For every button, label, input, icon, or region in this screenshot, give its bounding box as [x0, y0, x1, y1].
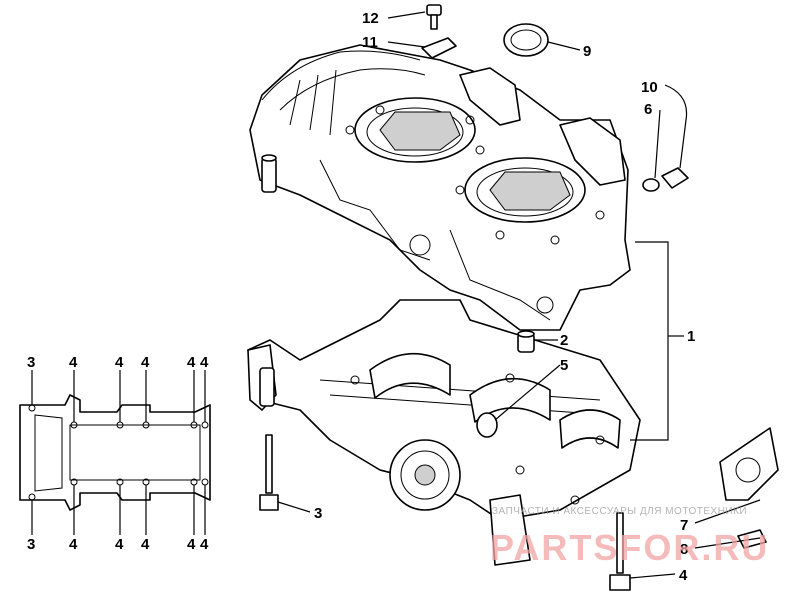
callout-12: 12: [362, 10, 379, 27]
callout-7: 7: [680, 517, 688, 534]
callout-labels: 12 11 9 10 6 1 2 5 3 4 7 8: [314, 10, 695, 584]
gasket-label: 4: [141, 354, 150, 371]
gasket-label: 4: [115, 354, 124, 371]
gasket-labels-bottom: 3 4 4 4 4 4: [27, 536, 209, 553]
lower-crankcase: [247, 299, 641, 566]
callout-1: 1: [687, 328, 695, 345]
callout-4: 4: [679, 567, 688, 584]
watermark-caption: ЗАПЧАСТИ И АКСЕССУАРЫ ДЛЯ МОТОТЕХНИКИ: [492, 506, 747, 517]
upper-crankcase: [249, 44, 631, 331]
crankcase-gasket: [19, 394, 211, 511]
gasket-label: 4: [187, 536, 196, 553]
gasket-label: 4: [141, 536, 150, 553]
gasket-label: 3: [27, 354, 35, 371]
gasket-labels-top: 3 4 4 4 4 4: [27, 354, 209, 371]
watermark: ЗАПЧАСТИ И АКСЕССУАРЫ ДЛЯ МОТОТЕХНИКИ PA…: [490, 506, 769, 568]
gasket-label: 4: [115, 536, 124, 553]
callout-10: 10: [641, 79, 658, 96]
hardware-parts: [259, 4, 779, 591]
callout-3: 3: [314, 505, 322, 522]
gasket-label: 4: [69, 354, 78, 371]
gasket-label: 4: [187, 354, 196, 371]
callout-8: 8: [680, 541, 688, 558]
callout-6: 6: [644, 101, 652, 118]
gasket-label: 4: [69, 536, 78, 553]
gasket-label: 4: [200, 536, 209, 553]
callout-11: 11: [362, 34, 378, 51]
callout-5: 5: [560, 357, 568, 374]
leader-lines: [31, 11, 761, 579]
gasket-label: 3: [27, 536, 35, 553]
watermark-logo: PARTSFOR.RU: [490, 527, 769, 568]
callout-9: 9: [583, 43, 591, 60]
gasket-label: 4: [200, 354, 209, 371]
callout-2: 2: [560, 332, 568, 349]
